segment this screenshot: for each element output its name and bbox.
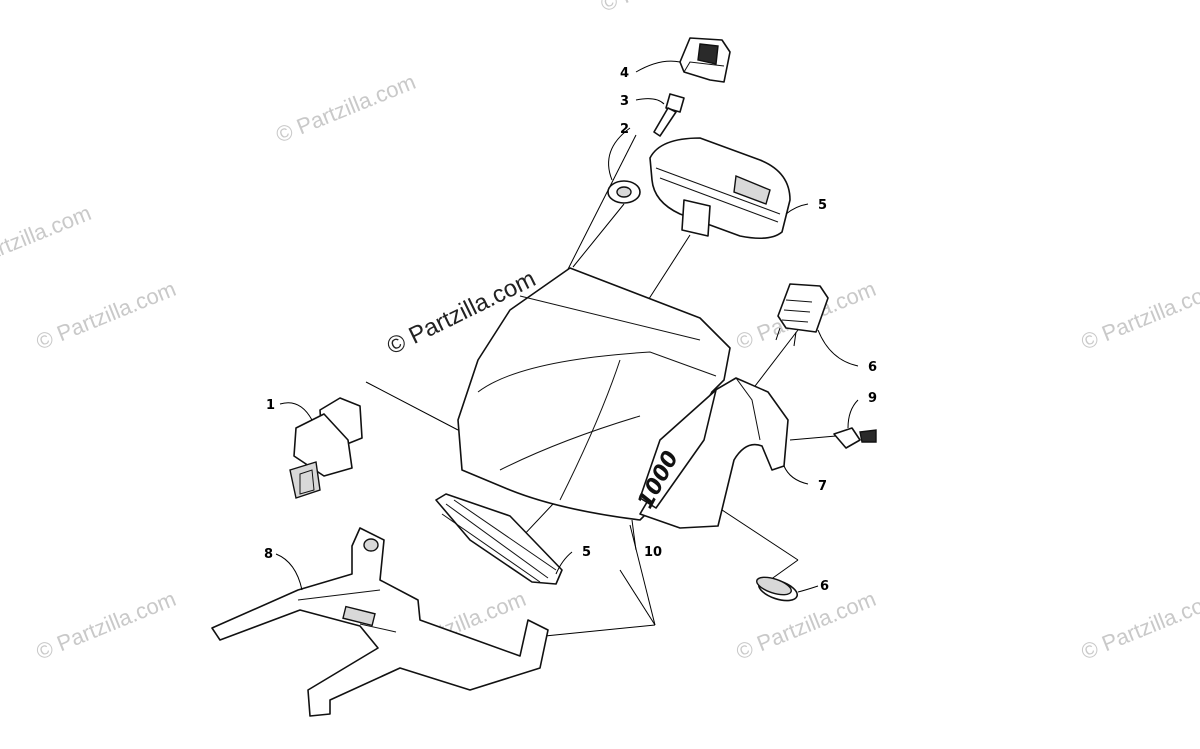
power-socket-part	[775, 283, 829, 347]
callout-8: 8	[264, 547, 273, 562]
watermark-group: © Partzilla.com © Partzilla.com © Partzi…	[0, 0, 744, 279]
key-part	[653, 93, 685, 137]
gauge-top-part	[649, 137, 791, 240]
callout-leaders	[275, 60, 859, 593]
callout-labels: 4 3 2 5 6 1 9 7 10 5 6 8	[264, 66, 877, 594]
callout-3: 3	[620, 94, 629, 109]
watermark: © Partzilla.com	[272, 69, 419, 148]
callout-6-top: 6	[868, 360, 877, 375]
callout-5-top: 5	[818, 198, 827, 213]
cap-ring-part	[756, 576, 799, 602]
callout-6-bottom: 6	[820, 579, 829, 594]
callout-5-bottom: 5	[582, 545, 591, 560]
callout-4: 4	[620, 66, 629, 81]
callout-10: 10	[644, 545, 662, 560]
nut-part	[607, 180, 641, 204]
ignition-switch-part	[289, 397, 363, 499]
watermark: © Partzilla.com	[33, 586, 180, 665]
callout-1: 1	[266, 398, 275, 413]
side-panel-part	[639, 377, 789, 529]
mounting-bracket-part	[211, 527, 549, 717]
callout-9: 9	[868, 391, 877, 406]
watermark: © Partzilla.com	[0, 200, 95, 279]
grille-part	[435, 493, 563, 585]
callout-7: 7	[818, 479, 827, 494]
watermark: © Partzilla.com	[733, 586, 880, 665]
watermark: © Partzilla.com	[1078, 276, 1200, 355]
callout-2: 2	[620, 122, 629, 137]
watermark: © Partzilla.com	[33, 276, 180, 355]
key-cap-part	[679, 37, 731, 83]
watermark: © Partzilla.com	[1078, 586, 1200, 665]
watermark: © Partzilla.com	[597, 0, 744, 17]
push-rivet-part	[833, 427, 877, 449]
